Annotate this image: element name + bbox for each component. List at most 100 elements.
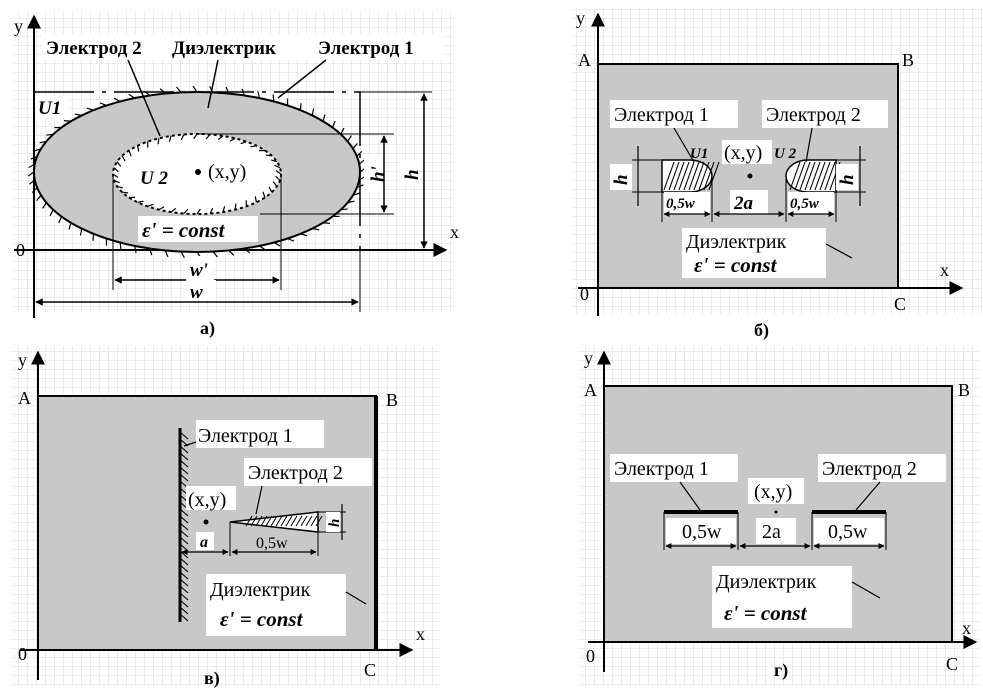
panel-c-e2-bg: [244, 458, 372, 486]
panel-d-gap-bg: [756, 518, 796, 544]
panel-d-gap-label: 2a: [762, 521, 781, 543]
panel-a-u1-label: U1: [38, 98, 61, 119]
hatch-mark: [28, 163, 36, 169]
hatch-mark: [698, 161, 710, 191]
panel-a-caption: а): [200, 318, 215, 339]
hatch-mark: [180, 134, 185, 141]
hatch-mark: [176, 86, 182, 93]
panel-c-dielectric-label: Диэлектрик: [210, 579, 311, 601]
panel-c-eps-label: ε' = const: [220, 607, 304, 631]
hatch-mark: [116, 161, 122, 167]
hatch-mark: [254, 196, 257, 203]
hatch-mark: [217, 135, 224, 141]
hatch-mark: [262, 191, 266, 198]
hatch-mark: [63, 120, 72, 122]
panel-d: x y 0 A B C Электрод 1 Электрод 2 (x,y) …: [578, 346, 980, 686]
hatch-mark: [180, 251, 185, 259]
panel-c-electrode2-label: Электрод 2: [248, 462, 343, 484]
panel-b-electrode2-hatch: [789, 161, 841, 191]
panel-b-leader-e2: [805, 127, 813, 163]
hatch-mark: [305, 515, 313, 527]
panel-c-electrode1-label: Электрод 1: [198, 425, 293, 447]
hatch-mark: [179, 459, 189, 468]
hatch-mark: [663, 161, 675, 191]
hatch-mark: [804, 161, 816, 191]
hatch-mark: [683, 161, 695, 191]
hatch-mark: [250, 145, 257, 148]
hatch-mark: [134, 245, 137, 253]
panel-b-dielectric-label: Диэлектрик: [686, 231, 787, 253]
panel-b-eps-label: ε' = const: [694, 253, 778, 277]
panel-b-h-right-bg: [836, 164, 858, 190]
hatch-mark: [265, 154, 272, 157]
panel-d-corner-c: C: [946, 654, 958, 674]
hatch-mark: [34, 148, 42, 152]
hatch-mark: [183, 208, 189, 214]
hatch-mark: [243, 248, 251, 254]
panel-a-axis-y-label: y: [14, 16, 23, 36]
hatch-mark: [300, 233, 308, 237]
hatch-mark: [99, 102, 107, 107]
hatch-mark: [315, 515, 323, 527]
hatch-mark: [347, 135, 352, 142]
hatch-mark: [113, 97, 121, 102]
hatch-mark: [222, 206, 226, 213]
hatch-mark: [358, 159, 365, 165]
panel-c-halfw-label: 0,5w: [256, 535, 288, 552]
panel-d-eps-label: ε' = const: [724, 601, 808, 625]
panel-b-leader-e1: [673, 127, 695, 163]
hatch-mark: [789, 161, 801, 191]
hatch-mark: [234, 203, 237, 210]
hatch-mark: [340, 208, 348, 211]
hatch-mark: [179, 473, 189, 482]
panel-d-leader-diel: [851, 581, 881, 599]
panel-b-diel-bg: [682, 228, 826, 278]
panel-a-point-label: (x,y): [208, 161, 246, 183]
panel-c-point-label: (x,y): [188, 489, 226, 511]
hatch-mark: [275, 175, 281, 181]
panel-c-electrode1-hatch: [179, 431, 189, 622]
panel-b-e2-bg: [762, 100, 888, 128]
panel-c-e1-bg: [196, 420, 324, 448]
panel-c-leader-e2: [255, 485, 263, 515]
hatch-mark: [179, 431, 189, 440]
panel-b-h-right-label: h: [837, 174, 858, 185]
panel-a-eps-bg: [138, 216, 258, 242]
panel-c-leader-diel: [345, 591, 367, 605]
panel-c-electrode2-hatch: [245, 515, 323, 527]
panel-a-w-label: w: [190, 282, 203, 303]
hatch-mark: [703, 161, 715, 191]
panel-b-u2-label: U 2: [774, 146, 797, 162]
hatch-mark: [158, 206, 165, 211]
hatch-mark: [273, 242, 281, 247]
panel-a-point: [195, 169, 201, 175]
panel-d-electrode1-label: Электрод 1: [614, 458, 709, 480]
panel-d-e2-bg: [818, 454, 946, 482]
panel-a-wprime-bg: [186, 256, 214, 280]
hatch-mark: [112, 173, 119, 178]
panel-b-caption: б): [754, 320, 769, 341]
hatch-mark: [331, 120, 336, 128]
panel-c-corner-b: B: [386, 390, 398, 410]
hatch-mark: [311, 108, 315, 116]
hatch-mark: [668, 161, 680, 191]
hatch-mark: [280, 515, 288, 527]
hatch-mark: [179, 557, 189, 566]
hatch-mark: [121, 155, 126, 162]
hatch-mark: [179, 515, 189, 524]
panel-a-leader-e2: [127, 59, 161, 137]
panel-a-dielectric-label: Диэлектрик: [172, 38, 276, 59]
hatch-mark: [270, 159, 278, 163]
hatch-mark: [794, 161, 806, 191]
panel-b-corner-c: C: [894, 294, 906, 314]
hatch-mark: [356, 184, 364, 189]
hatch-mark: [179, 536, 189, 545]
panel-b-electrode1-label: Электрод 1: [614, 104, 709, 126]
hatch-mark: [179, 585, 189, 594]
hatch-mark: [688, 161, 700, 191]
hatch-mark: [164, 250, 169, 258]
hatch-mark: [196, 208, 201, 215]
hatch-mark: [179, 529, 189, 538]
hatch-mark: [170, 207, 177, 213]
panel-c-corner-c: C: [364, 660, 376, 680]
